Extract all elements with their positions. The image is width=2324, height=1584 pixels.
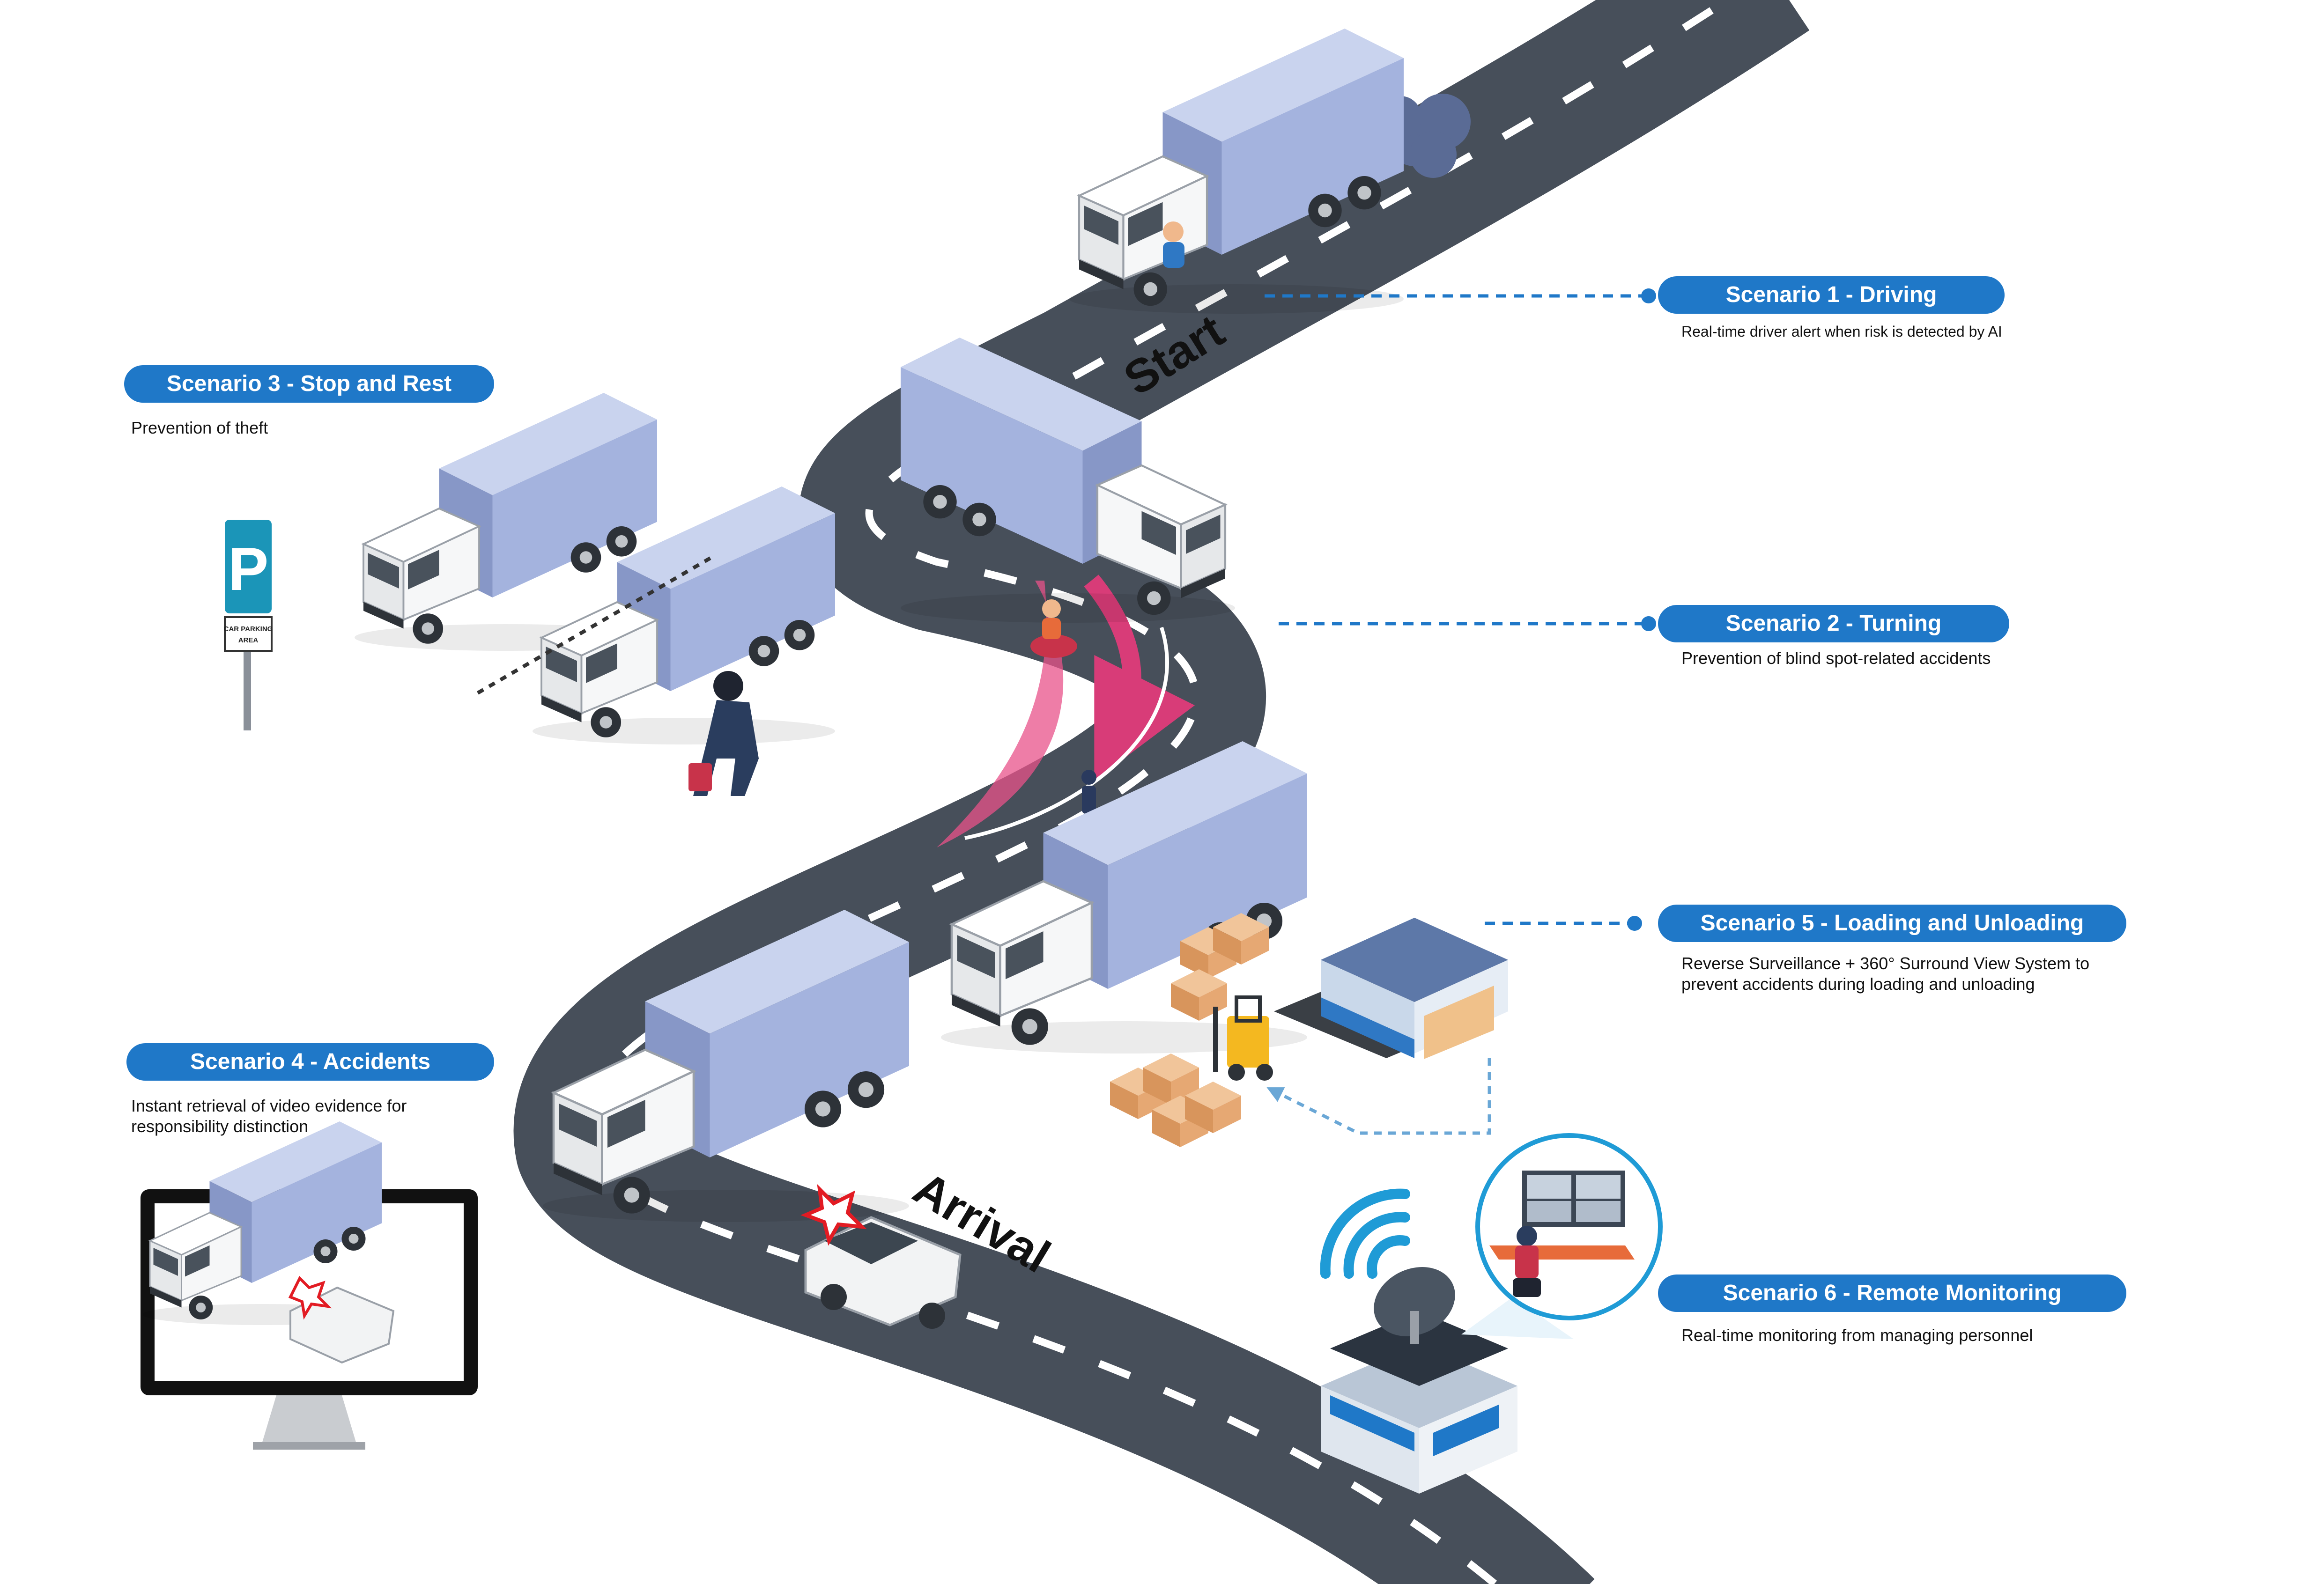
warehouse-icon [1274,918,1508,1059]
collision-icon [800,1184,867,1246]
scenario-4-description-line-2: responsibility distinction [131,1117,309,1136]
car-icon [804,1216,962,1329]
fuel-can-icon [688,763,712,791]
loading-flow-arrow [1266,1058,1491,1135]
scenario-3-description-line: Prevention of theft [131,418,268,437]
scenario-6-title: Scenario 6 - Remote Monitoring [1658,1275,2126,1312]
pedestrian-icon [1081,770,1096,814]
scenario-3-description: Prevention of theft [131,418,268,438]
parking-sign-icon: P CAR PARKING AREA [224,520,273,730]
parking-letter: P [228,535,269,603]
satellite-dish-icon [1374,1267,1455,1344]
control-building-icon [1321,1311,1517,1494]
scooter-rider-icon [1030,599,1077,658]
scenario-1-description-line: Real-time driver alert when risk is dete… [1681,323,2002,340]
scenario-5-title: Scenario 5 - Loading and Unloading [1658,905,2126,942]
scenario-2-title: Scenario 2 - Turning [1658,605,2009,642]
scenario-4-description-line-1: Instant retrieval of video evidence for [131,1096,407,1115]
scenario-6-description-line: Real-time monitoring from managing perso… [1681,1326,2033,1345]
connector-dots [1627,288,1656,931]
scenario-1-title: Scenario 1 - Driving [1658,276,2005,314]
monitor-icon [141,1120,478,1450]
scenario-5-description-line-1: Reverse Surveillance + 360° Surround Vie… [1681,954,2090,973]
parking-caption-line2: AREA [238,636,259,644]
scenario-4-description: Instant retrieval of video evidence for … [131,1096,407,1137]
scenario-5-description-line-2: prevent accidents during loading and unl… [1681,974,2035,994]
scenario-1-description: Real-time driver alert when risk is dete… [1681,321,2002,342]
forklift-icon [1213,995,1273,1081]
parking-caption-line1: CAR PARKING [224,625,273,633]
connector-lines [1265,294,1649,925]
scenario-5-description: Reverse Surveillance + 360° Surround Vie… [1681,953,2089,995]
scenario-4-title: Scenario 4 - Accidents [126,1043,494,1081]
scenario-2-description-line: Prevention of blind spot-related acciden… [1681,648,1991,668]
parking-line [476,555,713,695]
thief-icon [688,671,759,796]
control-room-icon [1461,1133,1663,1339]
scenario-6-description: Real-time monitoring from managing perso… [1681,1325,2033,1346]
wifi-signal-icon [1320,1188,1410,1279]
scenario-2-description: Prevention of blind spot-related acciden… [1681,648,1991,669]
driver-icon [1163,221,1184,268]
scenario-3-title: Scenario 3 - Stop and Rest [124,365,494,403]
